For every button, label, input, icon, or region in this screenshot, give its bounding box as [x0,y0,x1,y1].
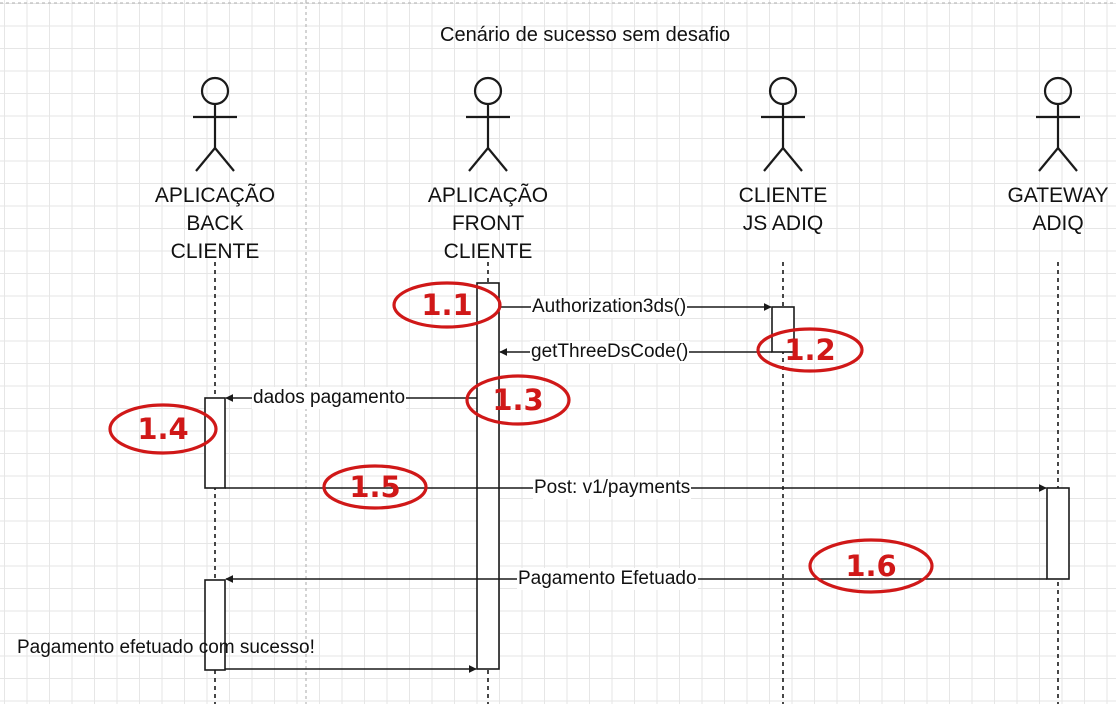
actor-name-back-line1: APLICAÇÃO [154,184,276,207]
annotation-1-3: 1.3 [492,383,544,417]
actor-back-figure [193,76,237,172]
actor-name-front-line2: FRONT [451,212,525,235]
activation-gateway [1046,487,1070,580]
actor-name-back: APLICAÇÃO BACK CLIENTE [120,182,310,266]
actor-name-back-line2: BACK [186,212,244,235]
annotation-1-2: 1.2 [784,333,836,367]
actor-js-figure [761,76,805,172]
annotation-1-4: 1.4 [137,412,189,446]
annotation-ellipse-1-3 [465,374,571,426]
actor-name-back-line3: CLIENTE [170,240,260,263]
actor-gateway-figure [1036,76,1080,172]
annotation-ellipse-1-2 [756,327,864,373]
annotation-1-5: 1.5 [349,470,401,504]
activation-back-2 [204,579,226,671]
actor-name-front-line3: CLIENTE [443,240,533,263]
annotation-1-6: 1.6 [845,549,897,583]
actor-name-front: APLICAÇÃO FRONT CLIENTE [393,182,583,266]
message-label-dados-pagamento: dados pagamento [252,387,407,409]
message-label-post-payments: Post: v1/payments [533,477,692,499]
message-label-getthreedscode: getThreeDsCode() [530,341,690,363]
message-label-pagamento-efetuado: Pagamento Efetuado [517,568,698,590]
annotation-ellipse-1-4 [108,403,218,455]
annotation-ellipse-1-5 [322,464,428,510]
actor-name-gateway-line1: GATEWAY [1007,184,1109,207]
diagram-title: Cenário de sucesso sem desafio [440,24,731,46]
message-label-pagamento-sucesso: Pagamento efetuado com sucesso! [17,637,315,658]
annotation-ellipse-1-6 [808,538,934,594]
actor-name-js-line2: JS ADIQ [742,212,824,235]
message-label-authorization3ds: Authorization3ds() [531,296,688,318]
annotation-ellipse-1-1 [392,281,502,329]
actor-name-gateway-line2: ADIQ [1032,212,1084,235]
actor-name-front-line1: APLICAÇÃO [427,184,549,207]
actor-front-figure [466,76,510,172]
activation-front [476,282,500,670]
actor-name-js: CLIENTE JS ADIQ [688,182,878,238]
annotation-1-1: 1.1 [421,288,473,322]
actor-name-gateway: GATEWAY ADIQ [963,182,1116,238]
actor-name-js-line1: CLIENTE [738,184,828,207]
